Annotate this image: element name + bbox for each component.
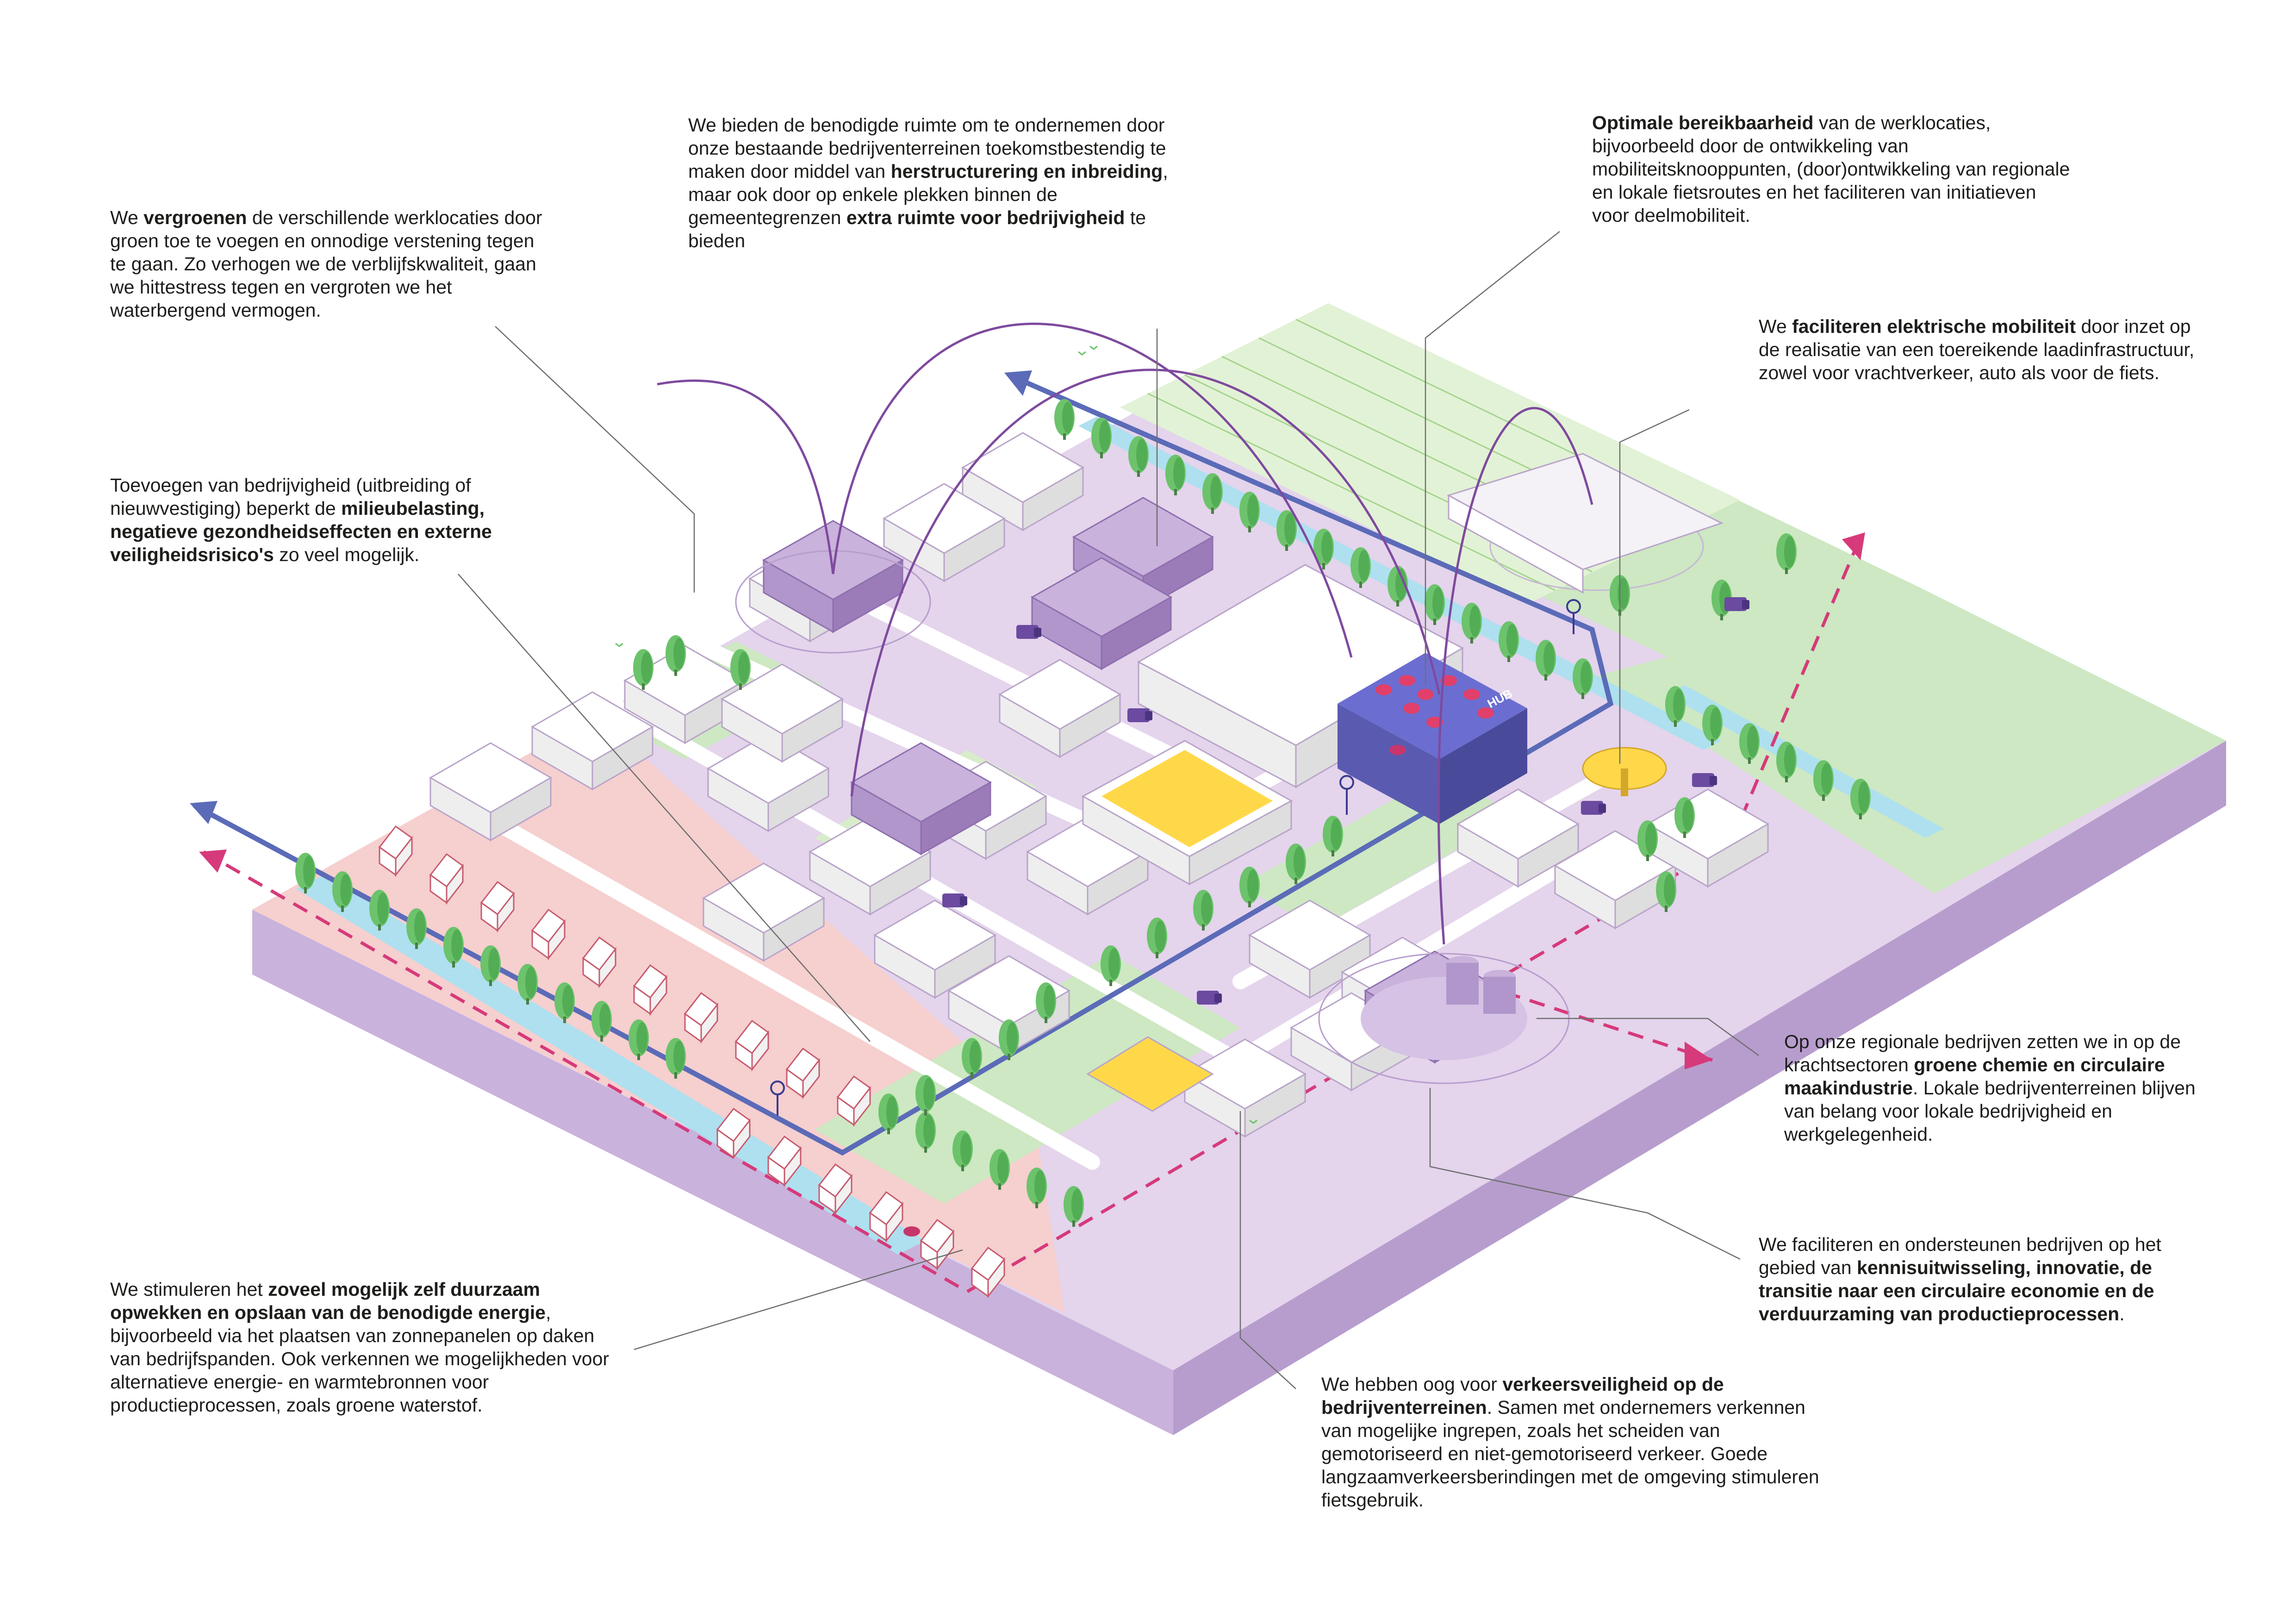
car-icon xyxy=(903,745,1406,1237)
relocation-arrows xyxy=(657,323,1593,945)
callout-text: de verschillende werklocaties door groen… xyxy=(110,207,542,321)
callout-vergroenen: We vergroenen de verschillende werklocat… xyxy=(110,206,545,322)
callout-emphasis: faciliteren elektrische mobiliteit xyxy=(1792,316,2076,337)
callout-text: We bieden de benodigde ruimte om te onde… xyxy=(688,114,1166,182)
callout-text: , maar ook door op enkele plekken binnen… xyxy=(688,161,1168,228)
callout-text: , bijvoorbeeld via het plaatsen van zonn… xyxy=(110,1302,610,1416)
callout-emphasis: groene chemie en circulaire maakindustri… xyxy=(1784,1054,2165,1099)
callout-energie: We stimuleren het zoveel mogelijk zelf d… xyxy=(110,1278,619,1417)
callout-text: We xyxy=(110,207,144,228)
callout-emphasis: Optimale bereikbaarheid xyxy=(1592,112,1814,133)
arrow-blue-icon xyxy=(190,801,218,824)
mobility-hub-building: HUB xyxy=(1338,653,1527,824)
callout-kennis: We faciliteren en ondersteunen bedrijven… xyxy=(1759,1233,2210,1325)
callout-bereikbaarheid: Optimale bereikbaarheid van de werklocat… xyxy=(1592,111,2073,227)
callout-text: We stimuleren het xyxy=(110,1279,268,1300)
callout-text: door inzet op de realisatie van een toer… xyxy=(1759,316,2195,383)
solar-panel-roof xyxy=(1081,740,1293,1112)
callout-emphasis: vergroenen xyxy=(143,207,247,228)
charging-station-icon xyxy=(1339,775,1354,815)
regional-dashed-route-line xyxy=(203,536,1862,1294)
callout-emphasis: herstructurering en inbreiding xyxy=(890,161,1163,182)
callout-emphasis: extra ruimte voor bedrijvigheid xyxy=(846,207,1125,228)
callout-toevoegen: Toevoegen van bedrijvigheid (uitbreiding… xyxy=(110,474,541,566)
arrow-pink-dashed-icon xyxy=(1685,1042,1712,1069)
callout-text: Op onze regionale bedrijven zetten we in… xyxy=(1784,1031,2181,1075)
callout-text: Toevoegen van bedrijvigheid (uitbreiding… xyxy=(110,475,471,519)
callout-text: van de werklocaties, bijvoorbeeld door d… xyxy=(1592,112,2070,226)
callout-ruimte: We bieden de benodigde ruimte om te onde… xyxy=(688,113,1193,252)
callout-verkeer: We hebben oog voor verkeersveiligheid op… xyxy=(1321,1373,1840,1512)
arrow-pink-dashed-icon xyxy=(1842,532,1865,560)
bus-stop-icon xyxy=(770,599,1581,1116)
callout-text: . Samen met ondernemers verkennen van mo… xyxy=(1321,1397,1819,1511)
charging-canopy xyxy=(1582,747,1667,796)
callout-emphasis: kennisuitwisseling, innovatie, de transi… xyxy=(1759,1257,2154,1324)
industrial-factory xyxy=(1318,953,1570,1084)
greenhouse-building xyxy=(1447,453,1724,594)
callout-text: . Lokale bedrijventerreinen blijven van … xyxy=(1784,1077,2196,1145)
callout-text: zo veel mogelijk. xyxy=(274,544,420,565)
leader-lines xyxy=(458,231,1759,1389)
callout-emphasis: verkeersveiligheid op de bedrijventerrei… xyxy=(1321,1374,1724,1418)
callout-text: We hebben oog voor xyxy=(1321,1374,1503,1395)
callout-elektrisch: We faciliteren elektrische mobiliteit do… xyxy=(1759,315,2203,384)
callout-text: . xyxy=(2119,1303,2125,1324)
callout-regionaal: Op onze regionale bedrijven zetten we in… xyxy=(1784,1030,2221,1146)
callout-text: We faciliteren en ondersteunen bedrijven… xyxy=(1759,1234,2161,1278)
arrow-blue-icon xyxy=(1004,370,1032,396)
arrow-pink-dashed-icon xyxy=(199,849,227,873)
callout-text: te bieden xyxy=(688,207,1146,251)
bird-icon xyxy=(615,345,1257,1124)
callout-text: We xyxy=(1759,316,1792,337)
callout-emphasis: zoveel mogelijk zelf duurzaam opwekken e… xyxy=(110,1279,546,1323)
callout-emphasis: milieubelasting, negatieve gezondheidsef… xyxy=(110,498,492,565)
